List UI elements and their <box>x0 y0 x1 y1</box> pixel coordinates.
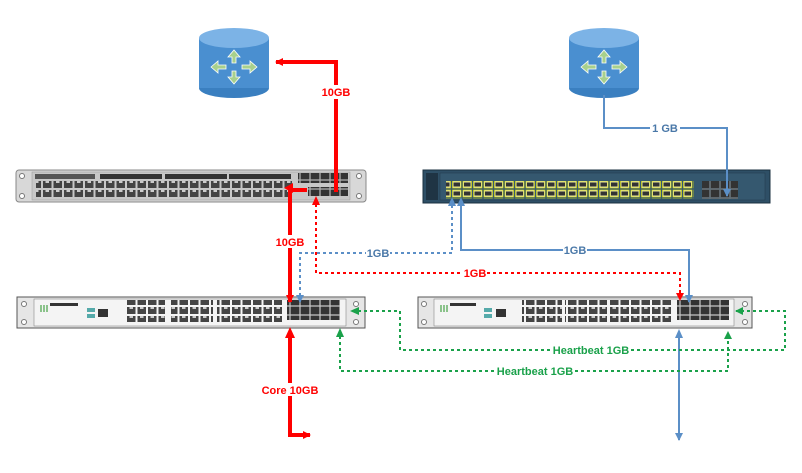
firewall-left[interactable] <box>16 296 366 329</box>
label-switch-to-firewall: 10GB <box>276 237 305 249</box>
router-left[interactable] <box>199 28 269 98</box>
label-blue-dotted: 1GB <box>367 248 390 260</box>
router-right[interactable] <box>569 28 639 98</box>
fortinet-logo <box>450 303 476 306</box>
link-red-dotted <box>315 204 684 301</box>
label-red-dotted: 1GB <box>464 268 487 280</box>
link-switch-to-router <box>275 58 338 192</box>
label-blue-solid: 1GB <box>564 245 587 257</box>
firewall-right[interactable] <box>417 296 753 329</box>
switch-left[interactable] <box>15 169 367 203</box>
router-arrows-icon <box>580 49 628 85</box>
fortinet-logo <box>50 303 78 306</box>
router-arrows-icon <box>210 49 258 85</box>
label-heartbeat-1: Heartbeat 1GB <box>553 345 629 357</box>
link-core <box>288 335 311 439</box>
link-blue-dotted <box>296 205 453 303</box>
label-router-right-uplink: 1 GB <box>652 123 678 135</box>
label-heartbeat-2: Heartbeat 1GB <box>497 366 573 378</box>
label-switch-to-router: 10GB <box>322 87 351 99</box>
label-core: Core 10GB <box>262 385 319 397</box>
switch-right[interactable] <box>422 169 771 204</box>
